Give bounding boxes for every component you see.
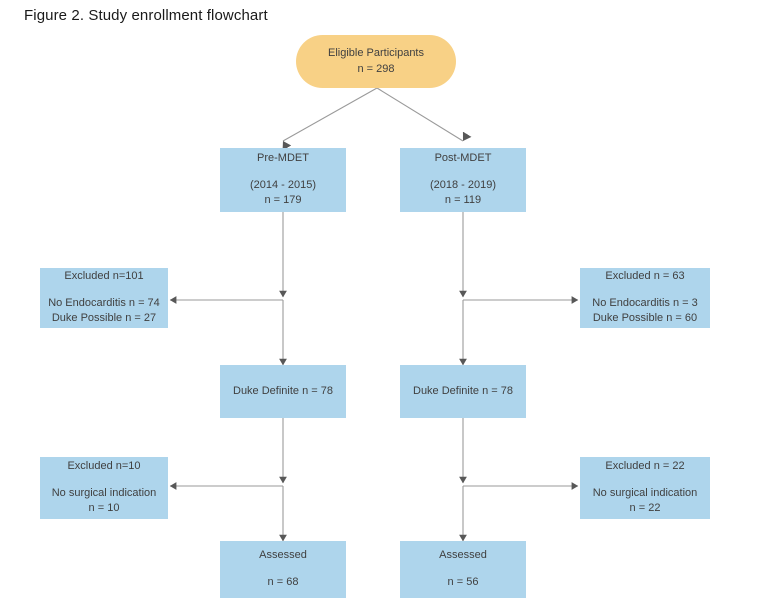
- node-excluded-post-first: Excluded n = 63 No Endocarditis n = 3 Du…: [580, 268, 710, 328]
- excluded-post-second-reason-1: No surgical indication: [592, 486, 698, 499]
- node-pre-mdet: Pre-MDET (2014 - 2015) n = 179: [220, 148, 346, 212]
- assessed-post-count: n = 56: [447, 576, 479, 588]
- excluded-post-first-label: Excluded n = 63: [605, 269, 685, 282]
- excluded-pre-first-reason-1: No Endocarditis n = 74: [48, 296, 160, 309]
- figure-title: Figure 2. Study enrollment flowchart: [24, 7, 268, 24]
- excluded-post-first-reason-1: No Endocarditis n = 3: [592, 296, 698, 309]
- edge-eligible-to-pre-mdet: [282, 87, 378, 151]
- node-assessed-post: Assessed n = 56: [400, 541, 526, 598]
- excluded-pre-second-reason-2: n = 10: [88, 502, 120, 515]
- duke-definite-post-label: Duke Definite n = 78: [413, 384, 513, 397]
- excluded-post-second-label: Excluded n = 22: [605, 459, 685, 472]
- duke-definite-pre-label: Duke Definite n = 78: [233, 384, 333, 397]
- node-eligible-participants: Eligible Participants n = 298: [296, 35, 456, 88]
- excluded-pre-first-label: Excluded n=101: [64, 269, 144, 282]
- excluded-post-second-reason-2: n = 22: [629, 502, 661, 515]
- eligible-count: n = 298: [357, 62, 395, 75]
- edge-eligible-to-post-mdet: [376, 87, 472, 142]
- node-excluded-post-second: Excluded n = 22 No surgical indication n…: [580, 457, 710, 519]
- assessed-post-label: Assessed: [439, 549, 487, 562]
- pre-mdet-period: (2014 - 2015): [249, 178, 317, 191]
- assessed-pre-count: n = 68: [267, 576, 299, 588]
- assessed-pre-label: Assessed: [259, 549, 307, 562]
- post-mdet-period: (2018 - 2019): [429, 178, 497, 191]
- node-excluded-pre-first: Excluded n=101 No Endocarditis n = 74 Du…: [40, 268, 168, 328]
- post-mdet-count: n = 119: [444, 194, 482, 207]
- excluded-pre-second-label: Excluded n=10: [67, 459, 141, 472]
- node-excluded-pre-second: Excluded n=10 No surgical indication n =…: [40, 457, 168, 519]
- post-mdet-label: Post-MDET: [434, 151, 492, 164]
- pre-mdet-count: n = 179: [264, 194, 302, 207]
- eligible-label: Eligible Participants: [328, 46, 424, 59]
- excluded-pre-second-reason-1: No surgical indication: [51, 486, 157, 499]
- node-post-mdet: Post-MDET (2018 - 2019) n = 119: [400, 148, 526, 212]
- node-duke-definite-post: Duke Definite n = 78: [400, 365, 526, 418]
- pre-mdet-label: Pre-MDET: [257, 151, 309, 164]
- node-assessed-pre: Assessed n = 68: [220, 541, 346, 598]
- excluded-pre-first-reason-2: Duke Possible n = 27: [51, 312, 157, 325]
- node-duke-definite-pre: Duke Definite n = 78: [220, 365, 346, 418]
- excluded-post-first-reason-2: Duke Possible n = 60: [592, 312, 698, 325]
